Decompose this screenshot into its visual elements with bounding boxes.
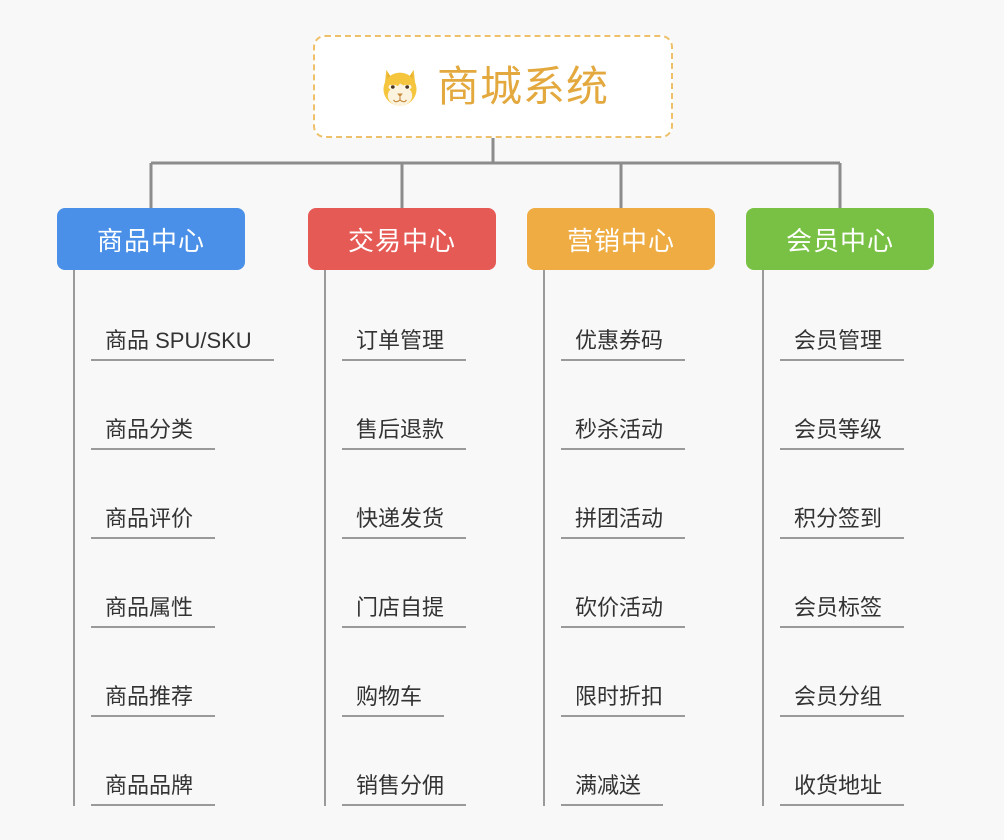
branch-children-3: 优惠券码秒杀活动拼团活动砍价活动限时折扣满减送 — [543, 270, 715, 806]
root-node[interactable]: 商城系统 — [313, 35, 673, 138]
leaf-label: 购物车 — [342, 684, 445, 717]
leaf-item[interactable]: 拼团活动 — [545, 450, 715, 539]
leaf-label: 会员分组 — [780, 684, 905, 717]
leaf-item[interactable]: 满减送 — [545, 717, 715, 806]
leaf-item[interactable]: 秒杀活动 — [545, 361, 715, 450]
leaf-label: 秒杀活动 — [561, 417, 686, 450]
leaf-label: 限时折扣 — [561, 684, 686, 717]
branch-header-4[interactable]: 会员中心 — [746, 208, 934, 270]
leaf-item[interactable]: 销售分佣 — [326, 717, 496, 806]
branch-column-2: 交易中心订单管理售后退款快递发货门店自提购物车销售分佣 — [308, 208, 496, 806]
shiba-dog-face-icon — [383, 69, 417, 106]
leaf-label: 商品分类 — [91, 417, 216, 450]
branch-children-4: 会员管理会员等级积分签到会员标签会员分组收货地址 — [762, 270, 934, 806]
leaf-item[interactable]: 砍价活动 — [545, 539, 715, 628]
leaf-item[interactable]: 门店自提 — [326, 539, 496, 628]
leaf-label: 满减送 — [561, 773, 664, 806]
branch-column-1: 商品中心商品 SPU/SKU 商品分类商品评价商品属性商品推荐商品品牌 — [57, 208, 274, 806]
leaf-label: 商品属性 — [91, 595, 216, 628]
branch-children-1: 商品 SPU/SKU 商品分类商品评价商品属性商品推荐商品品牌 — [73, 270, 274, 806]
leaf-label: 优惠券码 — [561, 328, 686, 361]
leaf-item[interactable]: 商品 SPU/SKU — [75, 272, 274, 361]
leaf-item[interactable]: 会员分组 — [764, 628, 934, 717]
root-title: 商城系统 — [436, 62, 609, 110]
branch-header-3[interactable]: 营销中心 — [527, 208, 715, 270]
leaf-item[interactable]: 会员等级 — [764, 361, 934, 450]
leaf-item[interactable]: 快递发货 — [326, 450, 496, 539]
branch-column-3: 营销中心优惠券码秒杀活动拼团活动砍价活动限时折扣满减送 — [527, 208, 715, 806]
leaf-label: 商品 SPU/SKU — [91, 328, 274, 361]
leaf-label: 拼团活动 — [561, 506, 686, 539]
leaf-item[interactable]: 商品分类 — [75, 361, 245, 450]
leaf-label: 商品品牌 — [91, 773, 216, 806]
leaf-item[interactable]: 商品属性 — [75, 539, 245, 628]
leaf-label: 砍价活动 — [561, 595, 686, 628]
leaf-item[interactable]: 商品推荐 — [75, 628, 245, 717]
leaf-item[interactable]: 限时折扣 — [545, 628, 715, 717]
leaf-item[interactable]: 会员标签 — [764, 539, 934, 628]
leaf-item[interactable]: 购物车 — [326, 628, 496, 717]
branch-column-4: 会员中心会员管理会员等级积分签到会员标签会员分组收货地址 — [746, 208, 934, 806]
leaf-item[interactable]: 收货地址 — [764, 717, 934, 806]
leaf-label: 商品推荐 — [91, 684, 216, 717]
leaf-label: 门店自提 — [342, 595, 467, 628]
leaf-label: 售后退款 — [342, 417, 467, 450]
leaf-item[interactable]: 售后退款 — [326, 361, 496, 450]
leaf-label: 会员管理 — [780, 328, 905, 361]
leaf-label: 会员标签 — [780, 595, 905, 628]
leaf-item[interactable]: 商品品牌 — [75, 717, 245, 806]
branch-header-1[interactable]: 商品中心 — [57, 208, 245, 270]
leaf-label: 积分签到 — [780, 506, 905, 539]
leaf-item[interactable]: 商品评价 — [75, 450, 245, 539]
leaf-item[interactable]: 优惠券码 — [545, 272, 715, 361]
leaf-item[interactable]: 会员管理 — [764, 272, 934, 361]
leaf-label: 收货地址 — [780, 773, 905, 806]
leaf-label: 会员等级 — [780, 417, 905, 450]
leaf-label: 订单管理 — [342, 328, 467, 361]
leaf-item[interactable]: 订单管理 — [326, 272, 496, 361]
branch-header-2[interactable]: 交易中心 — [308, 208, 496, 270]
leaf-label: 商品评价 — [91, 506, 216, 539]
leaf-label: 快递发货 — [342, 506, 467, 539]
leaf-label: 销售分佣 — [342, 773, 467, 806]
branch-children-2: 订单管理售后退款快递发货门店自提购物车销售分佣 — [324, 270, 496, 806]
leaf-item[interactable]: 积分签到 — [764, 450, 934, 539]
